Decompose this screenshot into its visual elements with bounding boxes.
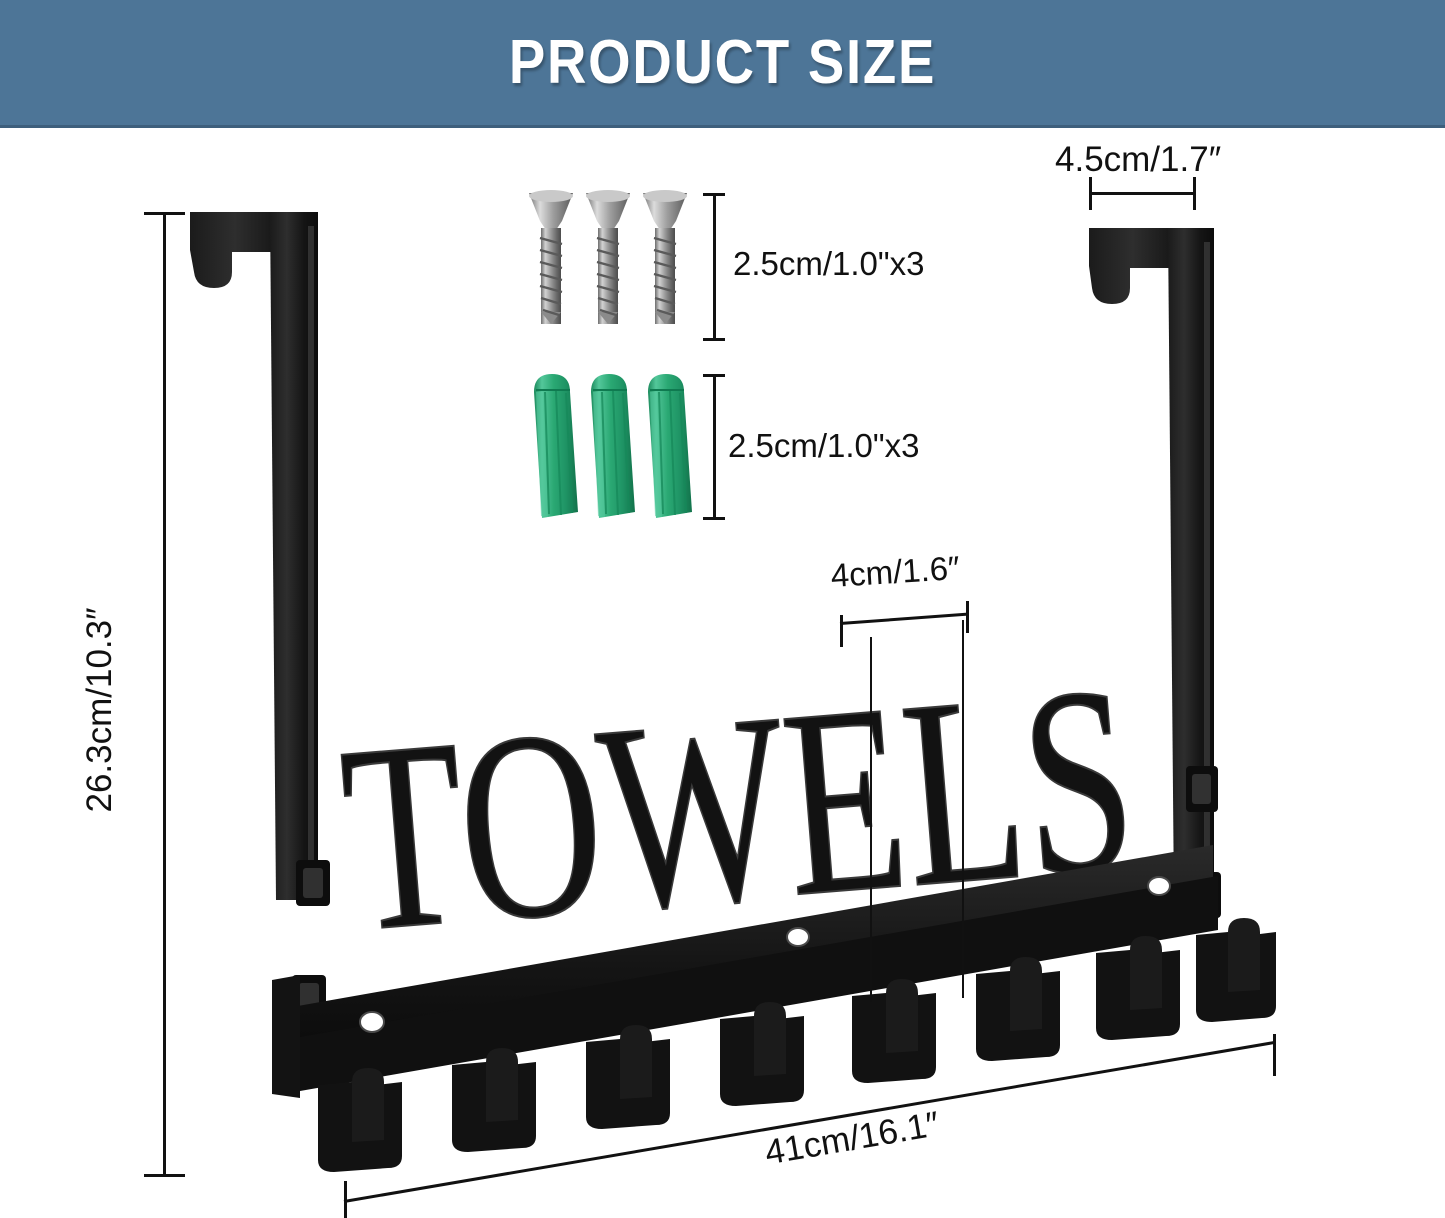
anchor-dimension-cap-top	[703, 374, 725, 377]
height-dimension-cap-bottom	[144, 1174, 185, 1177]
hook	[1096, 936, 1180, 1040]
hook-spacing-dimension-label: 4cm/1.6″	[829, 548, 961, 595]
anchor-dimension-label: 2.5cm/1.0"x3	[728, 427, 920, 464]
page-title: PRODUCT SIZE	[508, 28, 937, 97]
wall-anchor	[534, 374, 578, 518]
screw	[586, 190, 630, 324]
header-banner	[0, 0, 1445, 128]
screw-dimension-cap-bottom	[703, 338, 725, 341]
hook-depth-dimension-line	[1089, 192, 1196, 195]
height-dimension-label: 26.3cm/10.3″	[80, 607, 119, 813]
hook-depth-dimension-cap-left	[1089, 177, 1092, 210]
hook-spacing-dimension-line	[839, 612, 968, 625]
hook	[1196, 918, 1276, 1022]
anchors-group	[534, 374, 692, 518]
screw-dimension-label: 2.5cm/1.0"x3	[733, 245, 925, 282]
screw-dimension-cap-top	[703, 193, 725, 196]
hook-spacing-dimension-cap-left	[840, 615, 843, 647]
wall-anchor	[648, 374, 692, 518]
svg-text:TOWELS: TOWELS	[333, 628, 1144, 987]
wall-anchor	[591, 374, 635, 518]
anchor-dimension-line	[713, 374, 716, 520]
hook-spacing-dimension	[839, 601, 975, 647]
anchor-dimension-cap-bottom	[703, 517, 725, 520]
screw	[643, 190, 687, 324]
svg-text:TOWELS: TOWELS	[333, 628, 1144, 987]
height-dimension-cap-top	[144, 212, 185, 215]
hook-depth-dimension-cap-right	[1193, 177, 1196, 210]
screw-dimension-line	[713, 193, 716, 341]
right-over-door-hook	[1089, 228, 1214, 905]
towels-lettering: TOWELS TOWELS	[332, 627, 1145, 988]
hook-spacing-extension-right	[962, 620, 964, 998]
left-over-door-hook	[190, 212, 318, 900]
right-bracket-tabs	[1186, 766, 1221, 918]
screw	[529, 190, 573, 324]
screws-group	[529, 190, 687, 324]
width-dimension-line	[343, 1040, 1276, 1203]
height-dimension-line	[163, 212, 166, 1177]
hook-depth-dimension-label: 4.5cm/1.7″	[1055, 140, 1222, 179]
hook-spacing-dimension-cap-right	[966, 601, 969, 633]
width-dimension	[343, 1034, 1279, 1218]
width-dimension-cap-left	[344, 1181, 347, 1218]
hook-spacing-extension-left	[870, 637, 872, 1002]
width-dimension-cap-right	[1273, 1034, 1276, 1076]
left-bracket-tabs	[292, 860, 330, 1021]
